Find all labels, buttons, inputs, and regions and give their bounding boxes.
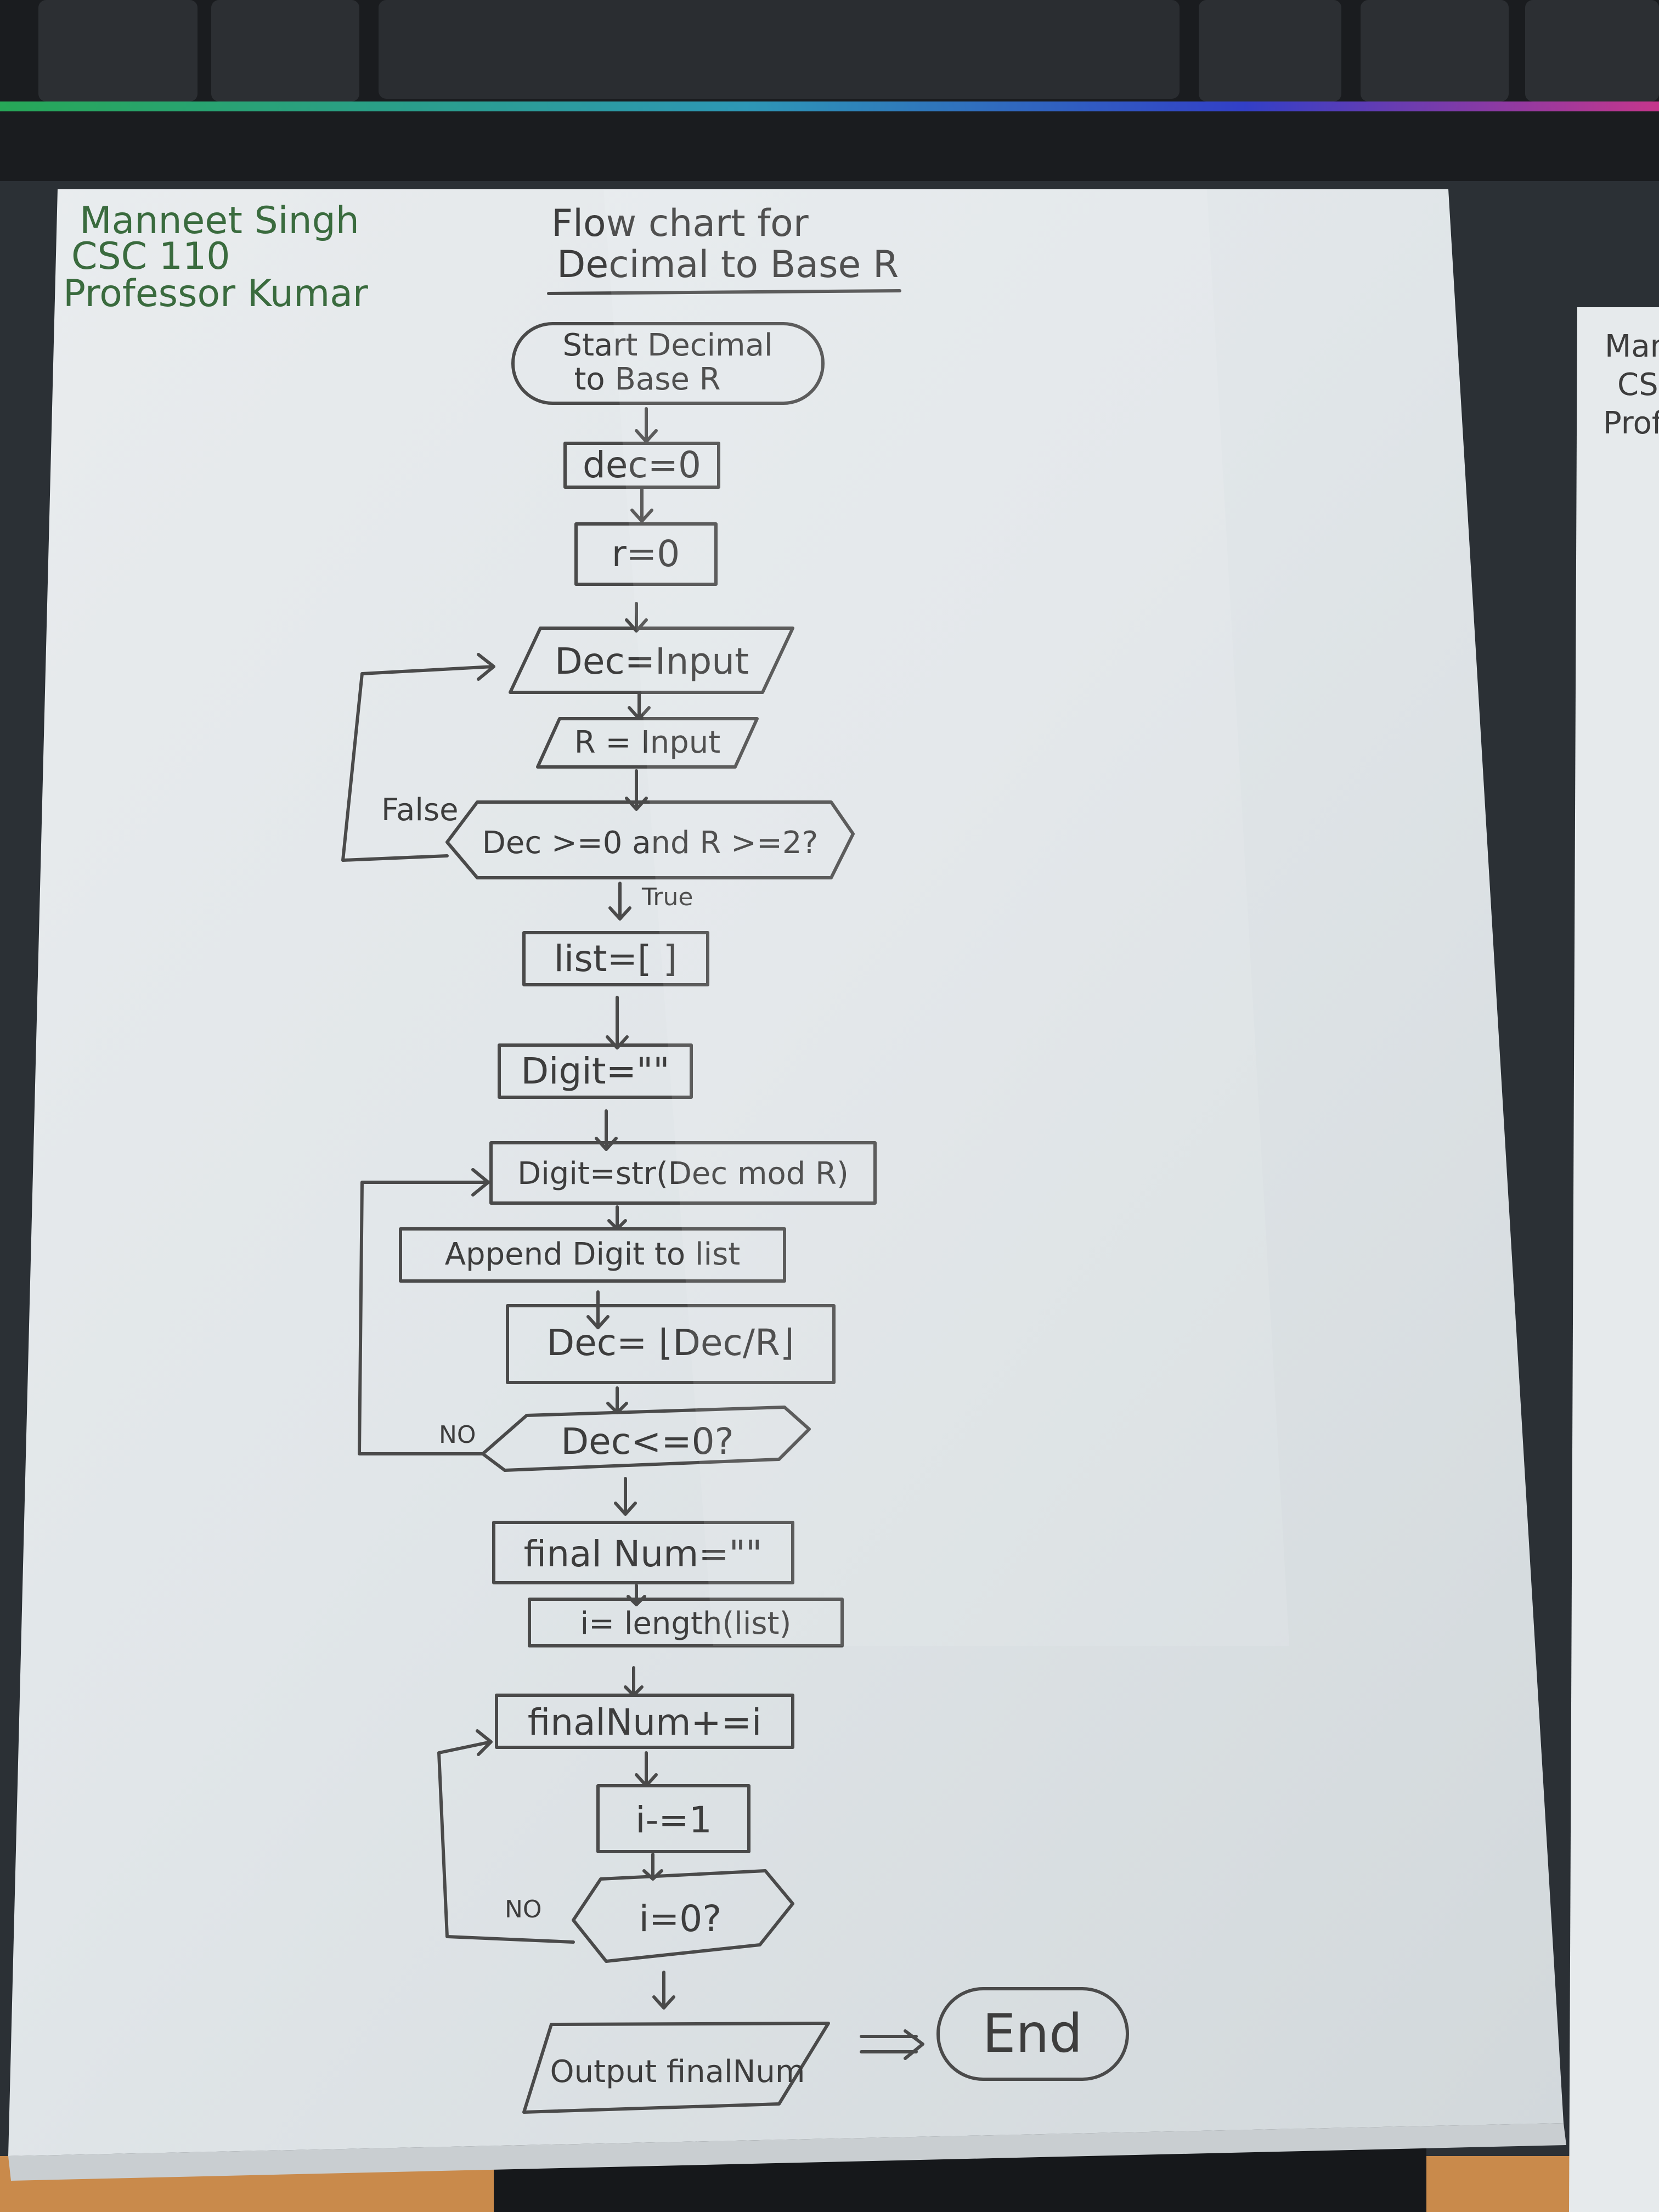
- append-label: Append Digit to list: [445, 1237, 741, 1272]
- no-label-2: NO: [505, 1895, 542, 1923]
- professor-name: Professor Kumar: [63, 272, 368, 315]
- keyboard: [0, 0, 1659, 181]
- digit-calc-label: Digit=str(Dec mod R): [517, 1156, 849, 1192]
- r-init-process: r=0: [574, 522, 718, 586]
- r-input-io: R = Input: [536, 717, 759, 769]
- dec-check-loop-arrow: [358, 1168, 490, 1455]
- start-terminator: Start Decimal to Base R: [511, 322, 825, 405]
- true-label: True: [641, 883, 693, 911]
- course-code: CSC 110: [71, 235, 230, 278]
- heading-line-2: Decimal to Base R: [557, 243, 899, 286]
- end-terminator: End: [936, 1987, 1129, 2081]
- validate-label: Dec >=0 and R >=2?: [482, 825, 819, 861]
- end-label: End: [983, 2003, 1082, 2064]
- validate-decision: Dec >=0 and R >=2?: [445, 800, 855, 879]
- digit-init-label: Digit="": [521, 1050, 669, 1092]
- dec-update-process: Dec= ⌊Dec/R⌋: [506, 1304, 836, 1384]
- student-name: Manneet Singh: [80, 199, 359, 242]
- dec-update-label: Dec= ⌊Dec/R⌋: [546, 1322, 794, 1364]
- light-glare: [603, 189, 1289, 1646]
- start-label-2: to Base R: [574, 362, 720, 397]
- finalnum-add-label: finalNum+=i: [528, 1701, 762, 1743]
- i-dec-label: i-=1: [635, 1799, 712, 1841]
- i-init-process: i= length(list): [528, 1598, 844, 1647]
- side-sheet-text-3: Prof: [1603, 405, 1659, 441]
- list-init-process: list=[ ]: [522, 931, 709, 986]
- finalnum-init-label: final Num="": [524, 1533, 763, 1575]
- side-paper-sheet: Man CS Prof: [1569, 307, 1659, 2212]
- paper-edge-shadow: [8, 2123, 1566, 2181]
- list-init-label: list=[ ]: [554, 938, 678, 980]
- student-info: Manneet Singh CSC 110 Professor Kumar: [63, 199, 368, 315]
- i-check-loop-arrow: [437, 1729, 575, 1944]
- output-io: Output finalNum: [522, 2022, 830, 2114]
- arrow: [652, 1971, 675, 2010]
- dec-input-label: Dec=Input: [555, 640, 749, 682]
- arrow: [608, 882, 631, 921]
- output-label: Output finalNum: [550, 2054, 805, 2090]
- finalnum-init-process: final Num="": [492, 1521, 794, 1584]
- start-label-1: Start Decimal: [563, 328, 773, 363]
- digit-init-process: Digit="": [498, 1043, 693, 1099]
- digit-calc-process: Digit=str(Dec mod R): [489, 1141, 877, 1205]
- finalnum-add-process: finalNum+=i: [495, 1694, 794, 1749]
- r-input-label: R = Input: [574, 725, 720, 760]
- i-init-label: i= length(list): [580, 1606, 792, 1641]
- i-check-label: i=0?: [639, 1898, 722, 1940]
- dec-input-io: Dec=Input: [509, 627, 794, 694]
- arrow-to-end: [860, 2029, 924, 2060]
- chart-heading: Flow chart for Decimal to Base R: [547, 202, 901, 295]
- i-check-decision: i=0?: [572, 1869, 794, 1963]
- heading-line-1: Flow chart for: [551, 202, 809, 245]
- arrow: [606, 996, 629, 1049]
- no-label-1: NO: [439, 1421, 476, 1449]
- dec-init-process: dec=0: [563, 442, 720, 489]
- append-process: Append Digit to list: [399, 1227, 786, 1283]
- arrow: [614, 1477, 637, 1516]
- dec-check-decision: Dec<=0?: [481, 1406, 811, 1472]
- dec-check-label: Dec<=0?: [561, 1420, 733, 1463]
- r-init-label: r=0: [612, 533, 680, 575]
- i-dec-process: i-=1: [596, 1784, 751, 1853]
- arrow: [630, 488, 653, 523]
- side-sheet-text-2: CS: [1617, 367, 1658, 403]
- paper-sheet: [8, 189, 1564, 2156]
- dec-init-label: dec=0: [583, 444, 701, 486]
- heading-underline: [547, 289, 901, 295]
- false-label: False: [381, 792, 459, 828]
- side-sheet-text-1: Man: [1605, 329, 1659, 364]
- arrow: [586, 1290, 610, 1329]
- false-loop-arrow: [341, 653, 495, 862]
- arrow: [625, 602, 648, 633]
